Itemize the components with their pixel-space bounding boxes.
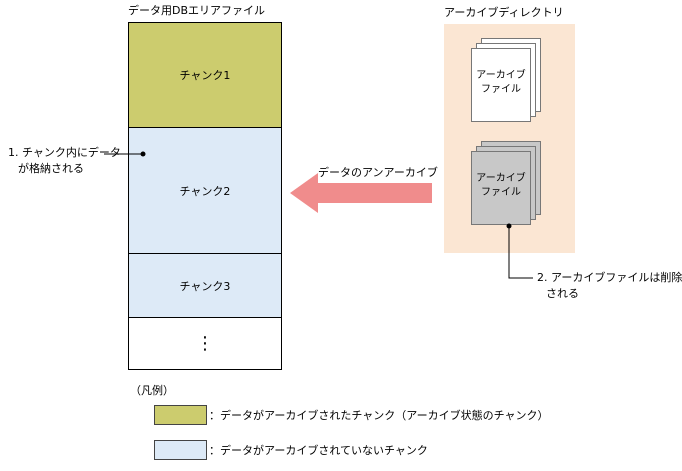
deleted-file-label-2: ファイル — [481, 186, 521, 198]
note-2-line1: 2. アーカイブファイルは削除 — [537, 271, 682, 284]
legend-text-unarchived: ：データがアーカイブされていないチャンク — [209, 444, 428, 457]
note-2-line2: される — [546, 287, 579, 300]
note-1-line2: が格納される — [18, 162, 84, 175]
chunk-3-label: チャンク3 — [179, 279, 231, 293]
db-area-title: データ用DBエリアファイル — [128, 4, 266, 17]
archive-dir-title: アーカイブディレクトリ — [444, 6, 564, 19]
empty-chunk-area: ⋮ — [129, 318, 281, 369]
chunk-1: チャンク1 — [129, 23, 281, 128]
note-1-dot — [140, 151, 146, 157]
legend-text-archived: ：データがアーカイブされたチャンク（アーカイブ状態のチャンク） — [209, 409, 549, 422]
archive-file-label-2: ファイル — [481, 83, 521, 95]
diagram-connectors — [104, 151, 533, 279]
unarchive-arrow-icon — [290, 173, 432, 213]
chunk-3: チャンク3 — [129, 254, 281, 318]
db-area-file: チャンク1 チャンク2 チャンク3 ⋮ — [128, 22, 282, 370]
archive-file-page-front: アーカイブ ファイル — [471, 48, 531, 122]
deleted-file-page-front: アーカイブ ファイル — [471, 151, 531, 225]
archive-directory-panel: アーカイブ ファイル アーカイブ ファイル — [444, 24, 575, 253]
note-2-leader-line — [508, 226, 533, 279]
legend-title: （凡例） — [130, 384, 174, 397]
chunk-2: チャンク2 — [129, 128, 281, 254]
note-1-line1: 1. チャンク内にデータ — [8, 146, 121, 159]
ellipsis-icon: ⋮ — [196, 332, 214, 354]
legend-swatch-archived — [154, 405, 207, 425]
legend-swatch-unarchived — [154, 440, 207, 460]
unarchive-arrow-label: データのアンアーカイブ — [318, 166, 438, 179]
chunk-1-label: チャンク1 — [179, 69, 231, 82]
archive-file-label-1: アーカイブ — [476, 70, 526, 81]
chunk-2-label: チャンク2 — [179, 184, 231, 198]
deleted-file-label-1: アーカイブ — [476, 173, 526, 184]
